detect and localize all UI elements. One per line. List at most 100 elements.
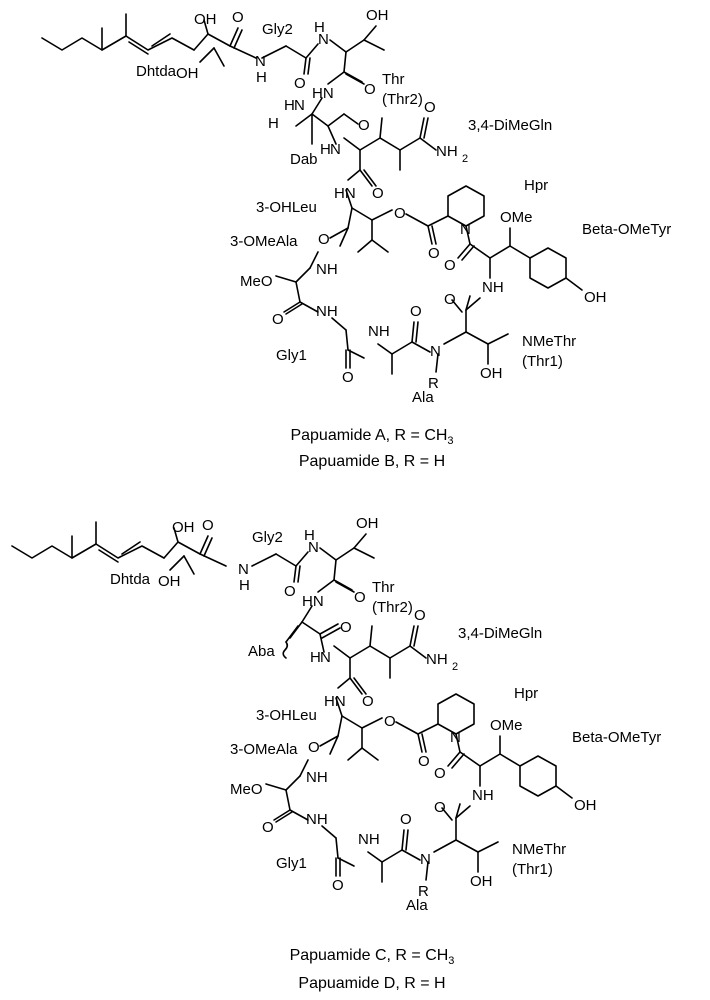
o-omeala-2: O: [262, 819, 274, 836]
betaomety-residue-2: [479, 735, 573, 799]
h-thr2-2: H: [304, 527, 315, 544]
betaomety-residue: [489, 227, 583, 291]
ala-residue-2: [367, 829, 421, 883]
hn-aba: HN: [302, 593, 324, 610]
nh-ala-2: NH: [358, 831, 380, 848]
thr2-residue-2: [317, 533, 375, 593]
dhtda-chain-2: [11, 521, 227, 575]
hpr-residue: [447, 185, 491, 261]
label-thr2: (Thr2): [382, 91, 423, 108]
oh-dhtda-bottom: OH: [176, 65, 199, 82]
label-dab: Dab: [290, 151, 318, 168]
o-gly2: O: [294, 75, 306, 92]
nmethr-residue: [435, 295, 509, 373]
nh2-dimegln-sub-2: 2: [452, 661, 458, 673]
h-dimegln-2: H: [310, 649, 321, 666]
h-thr2: H: [314, 19, 325, 36]
oh-nmethr: OH: [480, 365, 503, 382]
label-ala: Ala: [412, 389, 434, 406]
o-nmethr-2: O: [434, 799, 446, 816]
nh-gly1-2: NH: [306, 811, 328, 828]
o-aba: O: [340, 619, 352, 636]
o-nmethr: O: [444, 291, 456, 308]
label-betaomety-2: Beta-OMeTyr: [572, 729, 661, 746]
label-gly1: Gly1: [276, 347, 307, 364]
caption-papuamide-d: Papuamide D, R = H: [298, 975, 445, 992]
gly2-residue: [261, 43, 319, 75]
o-thr2-2: O: [354, 589, 366, 606]
ome-tyr: OMe: [500, 209, 533, 226]
label-nmethr-2: NMeThr: [512, 841, 566, 858]
nh-omeala-2: NH: [306, 769, 328, 786]
label-dimegln: 3,4-DiMeGln: [468, 117, 552, 134]
nh2-dimegln-2: NH: [426, 651, 448, 668]
label-gly2-2: Gly2: [252, 529, 283, 546]
label-thr-2: Thr: [372, 579, 395, 596]
label-dhtda: Dhtda: [136, 63, 177, 80]
label-aba: Aba: [248, 643, 275, 660]
n-thr2-2: N: [308, 539, 319, 556]
nh-gly1: NH: [316, 303, 338, 320]
label-ala-2: Ala: [406, 897, 428, 914]
label-dimegln-2: 3,4-DiMeGln: [458, 625, 542, 642]
o-dhtda-carbonyl-2: O: [202, 517, 214, 534]
o-ohleu-amide-2: O: [308, 739, 320, 756]
o-dimegln: O: [424, 99, 436, 116]
o-ala-2: O: [400, 811, 412, 828]
dimegln-residue-2: [333, 625, 427, 695]
nh2-dab-h2: H: [268, 115, 279, 132]
n-thr2: N: [318, 31, 329, 48]
gly1-residue-2: [321, 825, 355, 877]
label-omeala-2: 3-OMeAla: [230, 741, 298, 758]
omeala-residue: [275, 251, 319, 315]
n-nmethr-2: N: [420, 851, 431, 868]
o-gly1: O: [342, 369, 354, 386]
oh-tyr-2: OH: [574, 797, 597, 814]
caption-papuamide-b: Papuamide B, R = H: [299, 453, 445, 470]
oh-thr2: OH: [366, 7, 389, 24]
dab-residue: [295, 97, 359, 145]
hn-ohleu: HN: [334, 185, 356, 202]
o-ester-carbonyl-2: O: [418, 753, 430, 770]
meo-omeala-2: MeO: [230, 781, 263, 798]
label-thr1-2: (Thr1): [512, 861, 553, 878]
n-hpr-2: N: [450, 729, 461, 746]
nh-dimegln: N: [330, 141, 341, 158]
label-ohleu: 3-OHLeu: [256, 199, 317, 216]
r-nmethr-2: R: [418, 883, 429, 900]
hpr-residue-2: [437, 693, 481, 769]
caption-papuamide-c: Papuamide C, R = CH3: [290, 947, 455, 967]
o-dimegln-bottom: O: [372, 185, 384, 202]
oh-dhtda-bottom-2: OH: [158, 573, 181, 590]
o-ester-carbonyl: O: [428, 245, 440, 262]
nh2-dimegln-sub: 2: [462, 153, 468, 165]
nh2-dimegln: NH: [436, 143, 458, 160]
label-thr2-2: (Thr2): [372, 599, 413, 616]
nh2-dab-h: H: [284, 97, 295, 114]
oh-nmethr-2: OH: [470, 873, 493, 890]
n-gly2: N: [255, 53, 266, 70]
label-nmethr: NMeThr: [522, 333, 576, 350]
label-hpr-2: Hpr: [514, 685, 538, 702]
o-hpr: O: [444, 257, 456, 274]
o-gly1-2: O: [332, 877, 344, 894]
label-gly2: Gly2: [262, 21, 293, 38]
label-dhtda-2: Dhtda: [110, 571, 151, 588]
o-omeala: O: [272, 311, 284, 328]
o-ester: O: [394, 205, 406, 222]
h-gly2: H: [256, 69, 267, 86]
panel-papuamide-cd: OH OH O Dhtda N H O Gly2 N H OH O Thr: [11, 515, 661, 992]
oh-tyr: OH: [584, 289, 607, 306]
o-dab: O: [358, 117, 370, 134]
oh-dhtda-top: OH: [194, 11, 217, 28]
hn-dab: HN: [312, 85, 334, 102]
thr2-residue: [327, 25, 385, 85]
n-dimegln-2: N: [320, 649, 331, 666]
meo-omeala: MeO: [240, 273, 273, 290]
nh-omeala: NH: [316, 261, 338, 278]
o-ohleu-amide: O: [318, 231, 330, 248]
o-ala: O: [410, 303, 422, 320]
h-gly2-2: H: [239, 577, 250, 594]
label-hpr: Hpr: [524, 177, 548, 194]
